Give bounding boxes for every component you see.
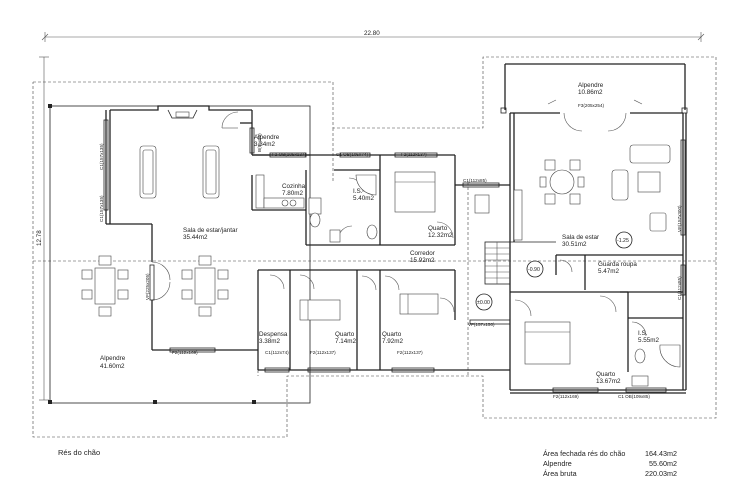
despensa-area: 3.38m2 [259,338,281,345]
sala-estar-area: 30.51m2 [562,241,587,248]
cozinha-area: 7.80m2 [282,190,304,197]
area-row: Alpendre 55.60m2 [543,459,677,469]
area-row-value: 55.60m2 [649,459,677,468]
is-1-name: I.S. [353,188,363,195]
room-labels: Alpendre 10.86m2 Alpendre 3.34m2 Sala de… [100,82,660,385]
quarto-4-area: 13.67m2 [596,378,621,385]
doors [151,99,647,337]
opening-vf-left: VF(225x205) [145,273,150,300]
opening-f2-q4: F2(112x169) [553,394,579,399]
alpendre-front-area: 41.60m2 [100,363,125,370]
opening-b-small: B(95x85) [257,133,262,152]
front-porch-frame [48,104,311,404]
corredor-name: Corredor [410,250,435,257]
opening-c1-gr: C1(112x85) [677,276,682,300]
opening-f2-q1: F2(112x137) [401,152,427,157]
alpendre-small-area: 3.34m2 [254,141,276,148]
alpendre-rear-area: 10.86m2 [578,89,603,96]
opening-c1-left-b: C1(157x135) [99,195,104,222]
opening-vf-corr: VF(157x150) [468,322,495,327]
walls-central-block [252,154,510,371]
opening-c1-ob-coz: C1 OB(105x74) [336,152,368,157]
floor-caption: Rés do chão [58,448,101,457]
opening-vf-right: VF(157x300) [677,205,682,232]
area-row: Área fechada rés do chão 164.43m2 [543,449,677,459]
area-row: Área bruta 220.03m2 [543,469,677,479]
cozinha-name: Cozinha [282,183,306,190]
quarto-1-name: Quarto [428,225,448,232]
is-2-name: I.S. [638,330,648,337]
quarto-1-area: 12.32m2 [428,232,453,239]
furniture-kitchen-bath [255,174,681,387]
area-row-label: Área bruta [543,469,577,478]
stairs [484,241,556,285]
opening-c1-left-a: C1(157x135) [99,143,104,170]
furniture-right-living [474,144,671,241]
roof-outline [32,56,717,438]
opening-f3: F3(205x254) [578,103,605,108]
is-2-area: 5.55m2 [638,337,660,344]
sala-estar-name: Sala de estar [562,234,599,241]
depth-dimension-label: 12.78 [36,230,43,246]
alpendre-small-name: Alpendre [254,134,280,141]
quarto-4-name: Quarto [596,371,616,378]
furniture-beds [299,171,571,365]
opening-f2-sala: F2(112x169) [172,350,198,355]
area-row-label: Alpendre [543,459,572,468]
quarto-2-area: 7.14m2 [335,338,357,345]
width-dimension-label: 22.80 [364,30,380,37]
alpendre-front-name: Alpendre [100,355,126,362]
area-row-value: 164.43m2 [645,449,677,458]
despensa-name: Despensa [259,331,288,338]
corredor-area: 15.92m2 [410,257,435,264]
opening-labels: F3(205x254) F2 OB(105x137) C1 OB(105x74)… [99,103,682,399]
width-dimension: 22.80 [41,30,705,42]
level-marker-3: ±0.00 [477,300,490,306]
quarto-3-area: 7.92m2 [382,338,404,345]
opening-f2-ob-small: F2 OB(105x137) [272,152,306,157]
guarda-roupa-name: Guarda roupa [598,261,637,268]
quarto-2-name: Quarto [335,331,355,338]
walls-right-block [500,63,688,394]
opening-c1-q1: C1(112x85) [463,178,487,183]
opening-c1-ob-is2: C1 OB(109x85) [618,394,650,399]
depth-dimension: 12.78 [36,56,49,401]
is-1-area: 5.40m2 [353,195,375,202]
area-row-value: 220.03m2 [645,469,677,478]
area-row-label: Área fechada rés do chão [543,449,626,458]
furniture-left-living [81,145,229,317]
area-summary: Área fechada rés do chão 164.43m2 Alpend… [543,449,677,479]
sala-jantar-area: 35.44m2 [183,234,208,241]
sala-jantar-name: Sala de estar/jantar [183,227,238,234]
windows [103,119,686,393]
opening-f2-q2: F2(112x137) [310,350,336,355]
opening-c1-desp: C1(112x74) [265,350,289,355]
opening-f2-q3: F2(112x137) [397,350,423,355]
quarto-3-name: Quarto [382,331,402,338]
level-marker-1: -1.25 [617,238,629,244]
guarda-roupa-area: 5.47m2 [598,268,620,275]
alpendre-rear-name: Alpendre [578,82,604,89]
level-marker-2: -0.90 [528,267,540,273]
level-markers: -1.25 -0.90 ±0.00 [475,231,633,311]
